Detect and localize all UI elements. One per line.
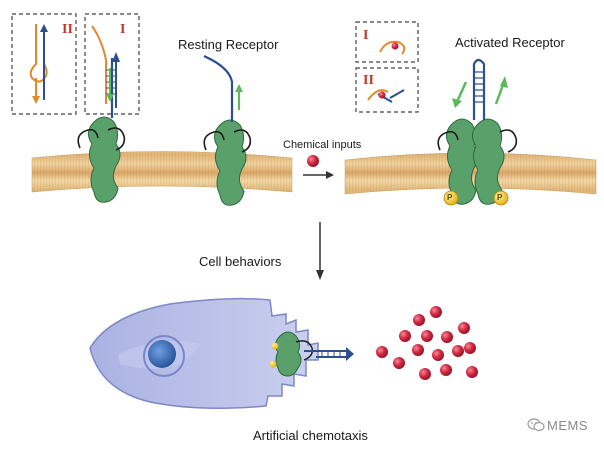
box-conformation-i-right <box>355 21 419 63</box>
cell <box>89 297 319 409</box>
receptor-activated <box>437 58 518 205</box>
arrow-down-icon <box>316 222 324 280</box>
box-conformation-ii-right <box>355 67 419 113</box>
roman-ii-right: II <box>363 73 374 88</box>
wechat-icon <box>527 418 545 432</box>
roman-i-left: I <box>120 22 126 37</box>
phosphate-icon <box>443 190 509 206</box>
phosphate-label: P <box>497 193 503 202</box>
box-conformation-ii-left <box>11 13 77 115</box>
roman-ii-left: II <box>62 22 73 37</box>
nucleus <box>148 340 176 368</box>
receptor-resting <box>203 55 252 206</box>
receptor-on-cell <box>269 331 354 377</box>
watermark-text: MEMS <box>547 418 588 433</box>
label-resting-receptor: Resting Receptor <box>178 37 279 52</box>
membrane-left <box>31 151 293 193</box>
box-conformation-i-left <box>84 13 140 115</box>
chemical-ligand-icon <box>307 155 319 167</box>
label-chemical-inputs: Chemical inputs <box>283 139 362 151</box>
arrow-right-icon <box>303 171 334 179</box>
receptor-left <box>77 58 126 203</box>
roman-i-right: I <box>363 28 369 43</box>
label-artificial-chemotaxis: Artificial chemotaxis <box>253 428 368 443</box>
chemical-ligands-cluster <box>376 306 478 380</box>
label-cell-behaviors: Cell behaviors <box>199 254 282 269</box>
label-activated-receptor: Activated Receptor <box>455 35 565 50</box>
phosphate-label: P <box>447 193 453 202</box>
